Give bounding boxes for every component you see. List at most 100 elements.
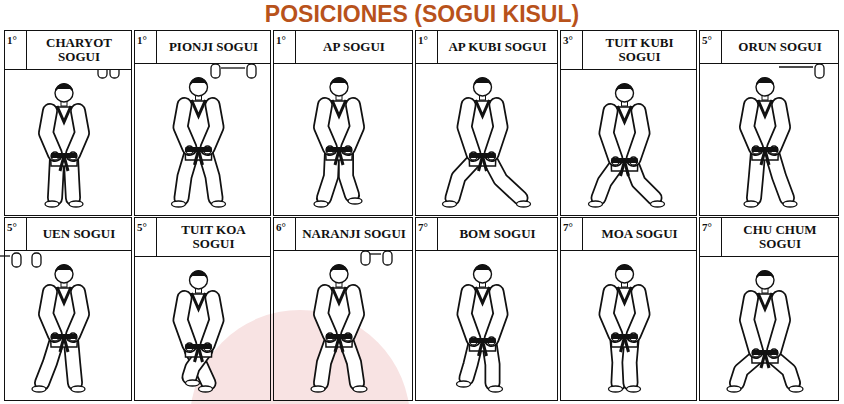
stance-box: 1°CHARYOT SOGUI (4, 30, 132, 216)
stance-header: 7°MOA SOGUI (561, 218, 696, 251)
head (756, 271, 774, 289)
footprint-diagram (361, 251, 392, 265)
arm (634, 292, 643, 335)
foot (627, 386, 641, 392)
hair (330, 77, 348, 86)
foot (314, 201, 328, 207)
hair (756, 270, 774, 279)
head (190, 271, 208, 289)
arm (73, 111, 82, 154)
arm (747, 105, 756, 148)
arm-outline (208, 105, 217, 148)
footprint (361, 251, 370, 265)
collar (57, 106, 71, 122)
chart-title: POSICIONES (SOGUI KISUL) (0, 1, 844, 28)
foot (186, 380, 200, 386)
collar (758, 100, 772, 116)
arm-outline (465, 105, 474, 154)
arm (774, 298, 783, 351)
hair (474, 264, 492, 273)
arm-outline (46, 111, 55, 154)
stance-header: 1°AP SOGUI (274, 31, 412, 64)
foot (71, 386, 85, 392)
footprint-line (0, 255, 10, 256)
belt-end (483, 341, 487, 356)
collar (192, 100, 206, 116)
grade-number: 1° (5, 31, 27, 69)
footprint-line (369, 253, 381, 254)
stance-figure (32, 264, 85, 392)
arm (181, 105, 190, 148)
stance-name: BOM SOGUI (438, 225, 557, 243)
stance-header: 5°UEN SOGUI (5, 218, 131, 251)
head (616, 265, 634, 283)
head (474, 78, 492, 96)
stance-header: 5°TUIT KOA SOGUI (135, 218, 270, 257)
stance-figure (727, 270, 803, 392)
grade-number: 6° (274, 218, 296, 250)
head (55, 265, 73, 283)
stance-figure (314, 77, 362, 207)
collar (758, 293, 772, 309)
arm-outline (181, 298, 190, 345)
belt-end (199, 347, 203, 362)
foot (744, 201, 758, 207)
foot (651, 201, 665, 207)
stance-name: NARANJI SOGUI (296, 225, 412, 243)
arm (46, 292, 55, 335)
arm (634, 111, 643, 159)
head (190, 78, 208, 96)
belt-end (64, 156, 68, 171)
stance-name: TUIT KUBI SOGUI (583, 34, 696, 67)
arm-outline (774, 105, 783, 148)
arm-outline (634, 111, 643, 159)
arm-outline (774, 298, 783, 351)
stance-box: 7°CHU CHUM SOGUI (699, 217, 839, 401)
arm (46, 111, 55, 154)
foot (348, 198, 362, 204)
belt-end (625, 161, 629, 176)
belt-end (64, 337, 68, 352)
grade-number: 1° (135, 31, 157, 63)
hair (330, 264, 348, 273)
stance-name: CHARYOT SOGUI (27, 34, 131, 67)
foot (589, 201, 603, 207)
stance-figure (607, 264, 643, 392)
belt-end (483, 156, 487, 171)
stance-box: 5°UEN SOGUI (4, 217, 132, 401)
foot (789, 386, 803, 392)
arm-outline (348, 292, 357, 335)
arm (208, 298, 217, 345)
grade-number: 1° (416, 31, 438, 63)
stance-box: 6°NARANJI SOGUI (273, 217, 413, 401)
stance-header: 1°CHARYOT SOGUI (5, 31, 131, 70)
arm (465, 105, 474, 154)
foot (45, 201, 59, 207)
hair (756, 77, 774, 86)
belt-end (625, 337, 629, 352)
grade-number: 3° (561, 31, 583, 69)
stance-name: TUIT KOA SOGUI (157, 221, 270, 254)
foot (489, 386, 503, 392)
arm (607, 111, 616, 159)
stance-figure (744, 77, 797, 207)
footprint-line (221, 67, 245, 68)
footprint (12, 253, 21, 267)
arm (181, 298, 190, 345)
stance-figure (589, 83, 665, 207)
head (756, 78, 774, 96)
stance-box: 5°TUIT KOA SOGUI (134, 217, 271, 401)
stance-header: 3°TUIT KUBI SOGUI (561, 31, 696, 70)
arm-outline (607, 292, 616, 335)
collar (618, 287, 632, 303)
collar (332, 100, 346, 116)
arm (321, 292, 330, 335)
arm (348, 105, 357, 148)
grade-number: 1° (274, 31, 296, 63)
arm (465, 292, 474, 339)
arm (607, 292, 616, 335)
stance-figure (181, 270, 217, 392)
footprint (32, 253, 41, 267)
hair (616, 83, 634, 92)
foot (69, 201, 83, 207)
